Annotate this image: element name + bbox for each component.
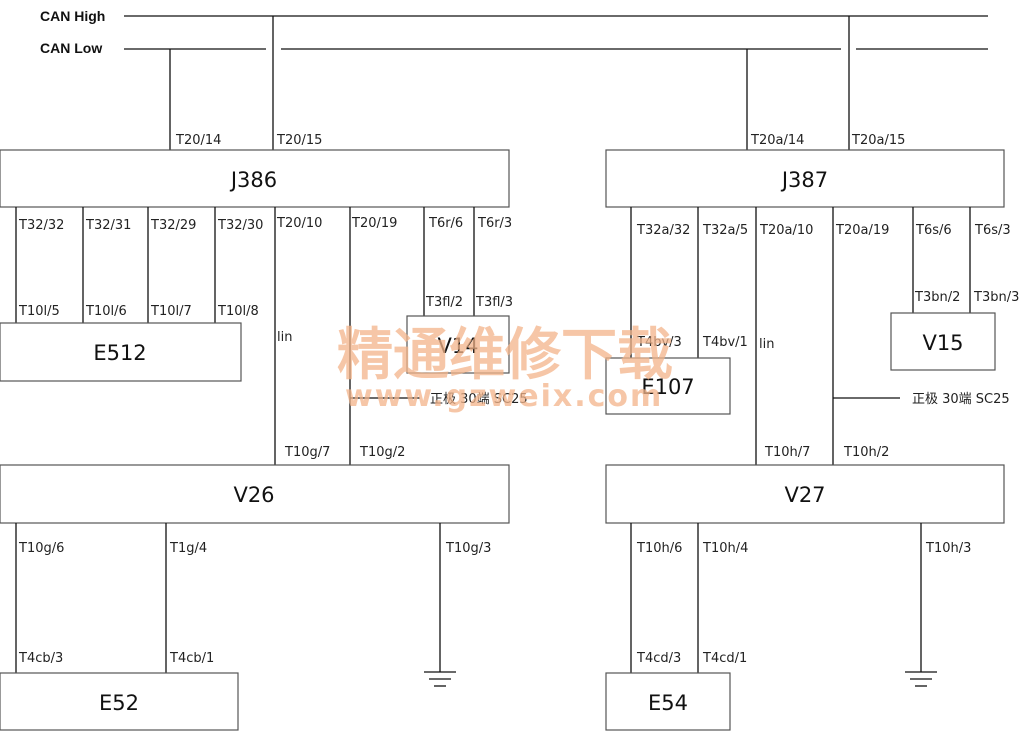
pin-label: T6s/6 xyxy=(915,223,952,238)
module-e107-title: E107 xyxy=(641,375,694,399)
module-e54 xyxy=(605,672,731,731)
pin-label: T10h/6 xyxy=(636,541,682,556)
pin-label: T10h/2 xyxy=(843,445,889,460)
module-v15-title: V15 xyxy=(922,331,963,355)
pin-label: T1g/4 xyxy=(169,541,207,556)
pin-label: T3bn/2 xyxy=(914,290,960,305)
module-j386 xyxy=(0,149,510,208)
pin-label: T20/14 xyxy=(175,133,221,148)
pin-label: T32/32 xyxy=(18,218,64,233)
pin-label: T20a/14 xyxy=(750,133,804,148)
pin-label: T32a/5 xyxy=(702,223,748,238)
supply-label-j386: 正极 30端 SC25 xyxy=(430,392,528,407)
pin-label: T4bv/1 xyxy=(702,335,748,350)
ground-icon xyxy=(905,671,937,687)
module-e52 xyxy=(0,672,239,731)
pin-label: T4cd/3 xyxy=(636,651,681,666)
module-v26-title: V26 xyxy=(233,483,274,507)
pin-label: T10l/5 xyxy=(18,304,60,319)
pin-label: T10h/4 xyxy=(702,541,748,556)
ground-icon xyxy=(424,671,456,687)
lin-label: lin xyxy=(277,330,292,345)
pin-label: T32/29 xyxy=(150,218,196,233)
pin-label: T4cb/1 xyxy=(169,651,214,666)
can-low-label: CAN Low xyxy=(40,40,102,56)
module-e52-title: E52 xyxy=(99,691,139,715)
pin-label: T4cb/3 xyxy=(18,651,63,666)
pin-label: T3fl/2 xyxy=(425,295,463,310)
pin-label: T6r/6 xyxy=(428,216,463,231)
pin-label: T20/15 xyxy=(276,133,322,148)
pin-label: T10l/8 xyxy=(217,304,259,319)
module-v27 xyxy=(605,464,1005,524)
module-e512-title: E512 xyxy=(93,341,146,365)
pin-label: T32/31 xyxy=(85,218,131,233)
can-high-label: CAN High xyxy=(40,8,105,24)
lin-label: lin xyxy=(759,337,774,352)
module-v15 xyxy=(890,312,996,371)
pin-label: T32a/32 xyxy=(636,223,690,238)
module-v26 xyxy=(0,464,510,524)
pin-label: T4cd/1 xyxy=(702,651,747,666)
pin-label: T20/10 xyxy=(276,216,322,231)
module-j386-title: J386 xyxy=(229,168,277,192)
pin-label: T10g/3 xyxy=(445,541,491,556)
pin-label: T10h/3 xyxy=(925,541,971,556)
module-e107 xyxy=(605,357,731,415)
pin-label: T6r/3 xyxy=(477,216,512,231)
pin-label: T10g/6 xyxy=(18,541,64,556)
supply-label-j387: 正极 30端 SC25 xyxy=(912,392,1010,407)
module-v14-title: V14 xyxy=(437,334,478,358)
module-v27-title: V27 xyxy=(784,483,825,507)
module-j387 xyxy=(605,149,1005,208)
pin-label: T20a/10 xyxy=(759,223,813,238)
pin-label: T10h/7 xyxy=(764,445,810,460)
pin-label: T20a/19 xyxy=(835,223,889,238)
pin-label: T3bn/3 xyxy=(973,290,1019,305)
pin-label: T6s/3 xyxy=(974,223,1011,238)
pin-label: T10l/6 xyxy=(85,304,127,319)
watermark-url: www.gzweix.com xyxy=(345,379,663,414)
pin-label: T4bv/3 xyxy=(636,335,682,350)
pin-label: T10g/7 xyxy=(284,445,330,460)
module-j387-title: J387 xyxy=(780,168,828,192)
module-e512 xyxy=(0,322,242,382)
pin-label: T3fl/3 xyxy=(475,295,513,310)
module-v14 xyxy=(406,315,510,374)
pin-label: T10g/2 xyxy=(359,445,405,460)
pin-label: T10l/7 xyxy=(150,304,192,319)
pin-label: T20a/15 xyxy=(851,133,905,148)
watermark-text: 精通维修下载 xyxy=(337,322,673,388)
pin-label: T32/30 xyxy=(217,218,263,233)
module-e54-title: E54 xyxy=(648,691,688,715)
pin-label: T20/19 xyxy=(351,216,397,231)
